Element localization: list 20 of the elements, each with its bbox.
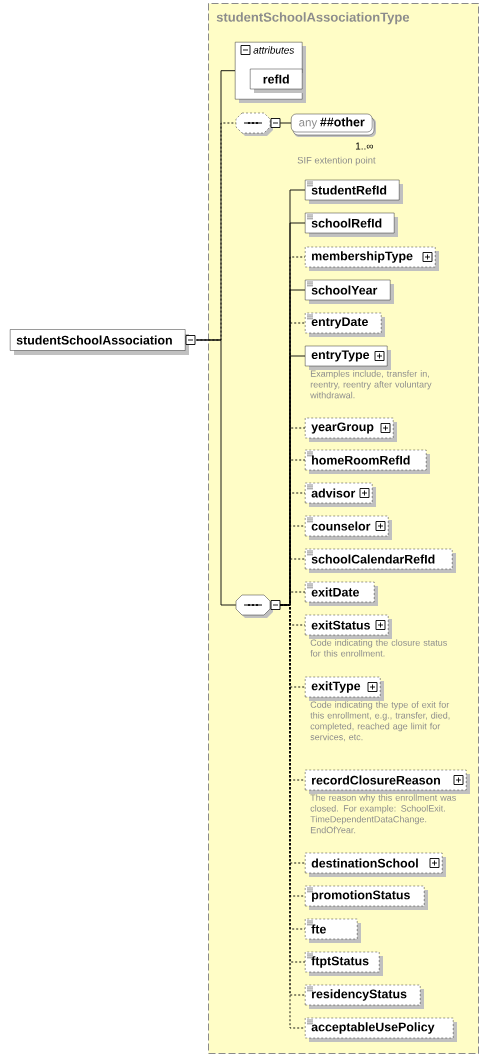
element-box: exitType <box>305 676 384 701</box>
connector-line <box>279 122 292 124</box>
element-box: homeRoomRefId <box>305 449 430 474</box>
connector-line <box>195 339 237 606</box>
wildcard-box: any ##other <box>291 113 376 137</box>
element-box: ftptStatus <box>305 951 383 976</box>
element-box: acceptableUsePolicy <box>305 1017 457 1042</box>
multiplicity-label: 1..∞ <box>355 142 374 150</box>
element-box: recordClosureReason <box>305 769 470 794</box>
element-box: schoolCalendarRefId <box>305 548 456 573</box>
element-box: promotionStatus <box>305 885 428 910</box>
element-box: membershipType <box>305 246 439 271</box>
note-text: Code indicating the closure status for this enrollment. <box>310 639 447 657</box>
element-box: fte <box>305 918 361 943</box>
element-box: destinationSchool <box>305 852 446 877</box>
note-text: Code indicating the type of exit for this enrollment, e.g., transfer, died, completed, reached age limit for services, etc. <box>310 701 450 742</box>
note-text: The reason why this enrollment was closed. For example: SchoolExit. TimeDependentDataChange. EndOfYear. <box>310 794 456 834</box>
element-box: studentSchoolAssociation <box>10 329 189 355</box>
note-text: Examples include, transfer in, reentry, reentry after voluntary withdrawal. <box>310 370 432 399</box>
note-text: SIF extention point <box>297 156 376 166</box>
